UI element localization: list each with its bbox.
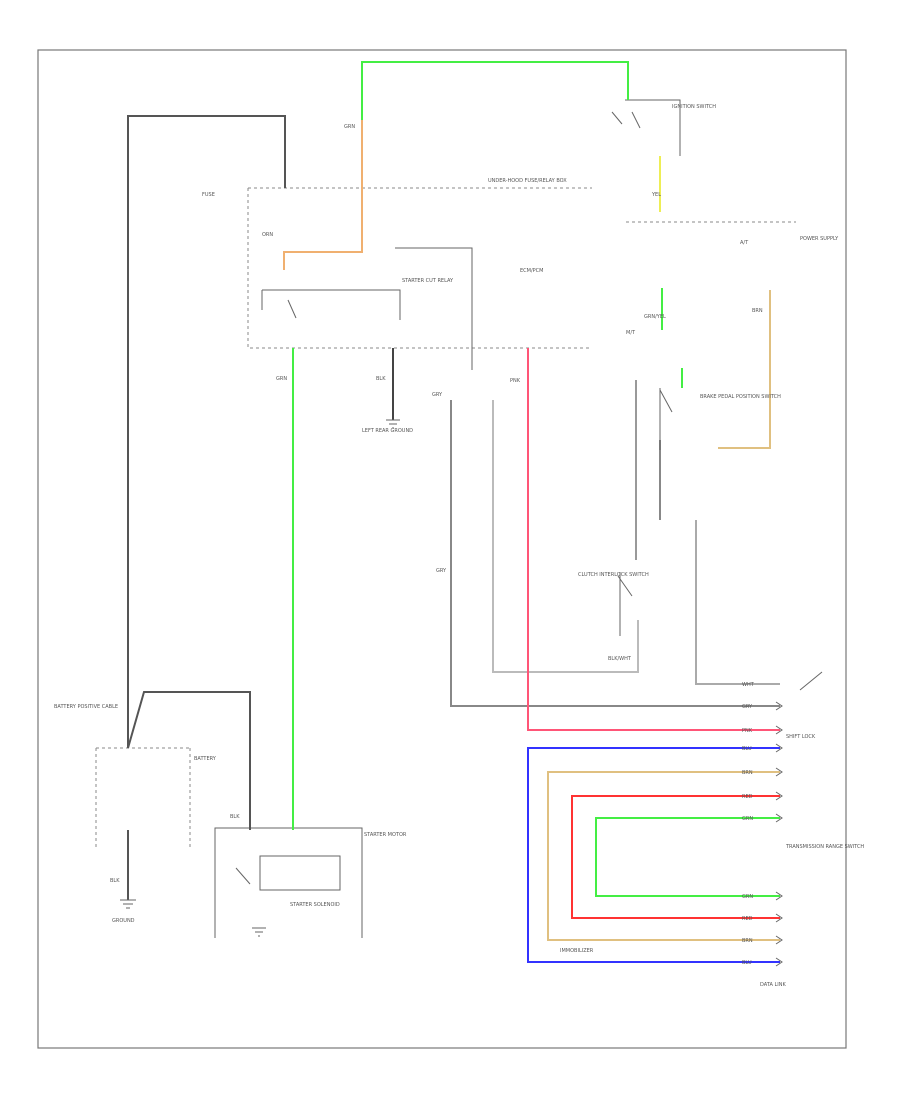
arrow-3 (775, 743, 783, 753)
wire-code: YEL (651, 192, 661, 198)
diagram-frame (37, 49, 847, 1049)
starter-ground-icon (252, 927, 266, 937)
pcm-switch (659, 388, 673, 450)
wire-code: RED (742, 916, 753, 922)
wire-code: GRY (742, 704, 753, 710)
wire-code: BRN (752, 308, 763, 314)
arrow-4 (775, 767, 783, 777)
wire-tan-lower (547, 771, 780, 941)
arrow-1 (775, 701, 783, 711)
starter-motor-label: STARTER MOTOR (364, 832, 407, 838)
wire-code: GRN (742, 816, 753, 822)
switches (235, 111, 823, 891)
starter-solenoid-label: STARTER SOLENOID (290, 902, 340, 908)
ignition-switch-label: IGNITION SWITCH (672, 104, 716, 110)
battery-box (95, 747, 191, 850)
wire-code: GRN (742, 894, 753, 900)
wire-code: BLK (230, 814, 240, 820)
transmission-range-label: TRANSMISSION RANGE SWITCH (785, 844, 864, 850)
ignition-box (625, 99, 681, 156)
arrow-5 (775, 791, 783, 801)
shift-lock-label: SHIFT LOCK (786, 734, 816, 740)
clutch-interlock-label: CLUTCH INTERLOCK SWITCH (578, 572, 649, 578)
ground-label: GROUND (112, 918, 135, 924)
ecm-label: ECM/PCM (520, 268, 543, 274)
wire-pink (527, 348, 780, 731)
wire-gray-long (450, 400, 780, 707)
starter-solenoid-shape (235, 855, 341, 891)
arrow-8 (775, 913, 783, 923)
left-rear-ground-label: LEFT REAR GROUND (362, 428, 413, 434)
fuse-box-label: UNDER-HOOD FUSE/RELAY BOX (488, 178, 567, 184)
wire-code: BRN (742, 938, 753, 944)
wire-red (571, 795, 780, 919)
battery-cable-label: BATTERY POSITIVE CABLE (54, 704, 118, 710)
starter-box (214, 827, 363, 938)
wire-dark-battery (127, 691, 251, 830)
wire-code: GRN/YEL (644, 314, 666, 320)
wire-gray-right (695, 520, 780, 685)
brake-pedal-label: BRAKE PEDAL POSITION SWITCH (700, 394, 781, 400)
arrow-7 (775, 891, 783, 901)
starter-cut-relay-label: STARTER CUT RELAY (402, 278, 454, 284)
immobilizer-label: IMMOBILIZER (560, 948, 594, 954)
mt-label: M/T (626, 330, 636, 336)
fuse-label: FUSE (202, 192, 215, 198)
wire-code: PNK (742, 728, 753, 734)
arrow-9 (775, 935, 783, 945)
at-label: A/T (740, 240, 749, 246)
power-supply-label: POWER SUPPLY (800, 236, 839, 242)
ecm-inner-lines (395, 247, 473, 370)
wire-code: ORN (262, 232, 273, 238)
battery-ground-icon (120, 899, 136, 909)
component-boxes (95, 99, 796, 938)
data-link-label: DATA LINK (760, 982, 786, 988)
wire-code: RED (742, 794, 753, 800)
battery-label: BATTERY (194, 756, 217, 762)
wire-green-top (361, 61, 629, 188)
wire-code: BLK (376, 376, 386, 382)
clutch-switch (617, 572, 633, 636)
brake-switch (799, 671, 823, 691)
wire-code: GRN (344, 124, 355, 130)
wires (127, 61, 780, 963)
wire-tan-right (718, 290, 771, 449)
relay-contact (261, 289, 401, 320)
wire-green-loop (595, 817, 780, 897)
wire-code: BLU (742, 746, 752, 752)
wire-dark-left (127, 115, 286, 748)
wire-orange (283, 120, 363, 270)
wire-code: BRN (742, 770, 753, 776)
arrow-2 (775, 725, 783, 735)
wire-code: PNK (510, 378, 521, 384)
labels: IGNITION SWITCH UNDER-HOOD FUSE/RELAY BO… (54, 104, 864, 988)
fuse-ground-icon (386, 419, 400, 429)
wire-code: GRY (436, 568, 447, 574)
wire-lightgray (492, 400, 639, 673)
wire-code: BLU (742, 960, 752, 966)
wire-code: GRY (432, 392, 443, 398)
wire-blue (527, 747, 780, 963)
wire-code: GRN (276, 376, 287, 382)
wire-code: BLK (110, 878, 120, 884)
ground-symbols (120, 419, 400, 937)
connector-arrows (775, 701, 783, 967)
arrow-10 (775, 957, 783, 967)
ignition-contacts (611, 111, 641, 129)
arrow-6 (775, 813, 783, 823)
wire-code-labels: GRN GRN BLK GRY PNK ORN YEL GRN/YEL BRN … (110, 124, 763, 966)
wire-code: WHT (742, 682, 755, 688)
wire-code: BLK/WHT (608, 656, 632, 662)
